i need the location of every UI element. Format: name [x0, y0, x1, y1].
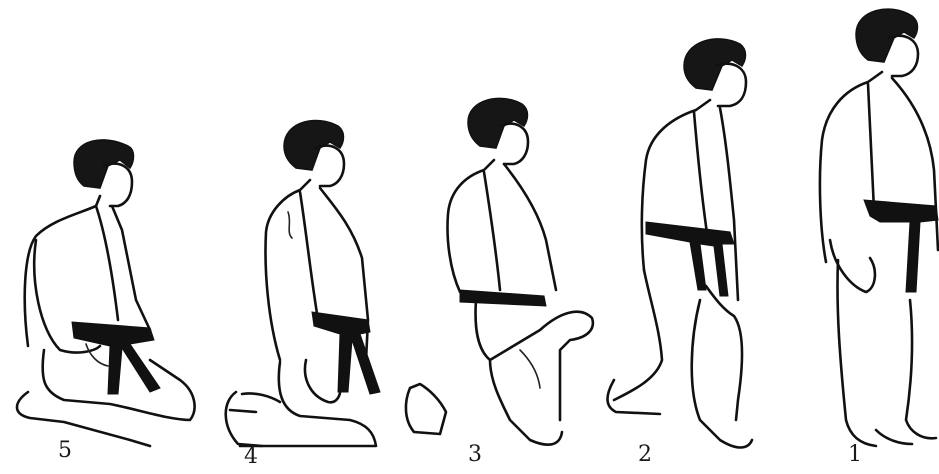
figure-2-stepping-down	[608, 39, 753, 448]
figure-5-kneeling-seated	[17, 140, 195, 446]
step-label-3: 3	[468, 444, 482, 466]
step-label-5: 5	[58, 440, 72, 462]
step-label-1: 1	[848, 444, 862, 466]
figure-4-kneeling-upright	[226, 120, 380, 446]
step-label-4: 4	[244, 446, 258, 468]
step-label-2: 2	[638, 444, 652, 466]
figure-1-standing	[820, 9, 938, 446]
figure-3-half-kneeling	[406, 98, 593, 444]
